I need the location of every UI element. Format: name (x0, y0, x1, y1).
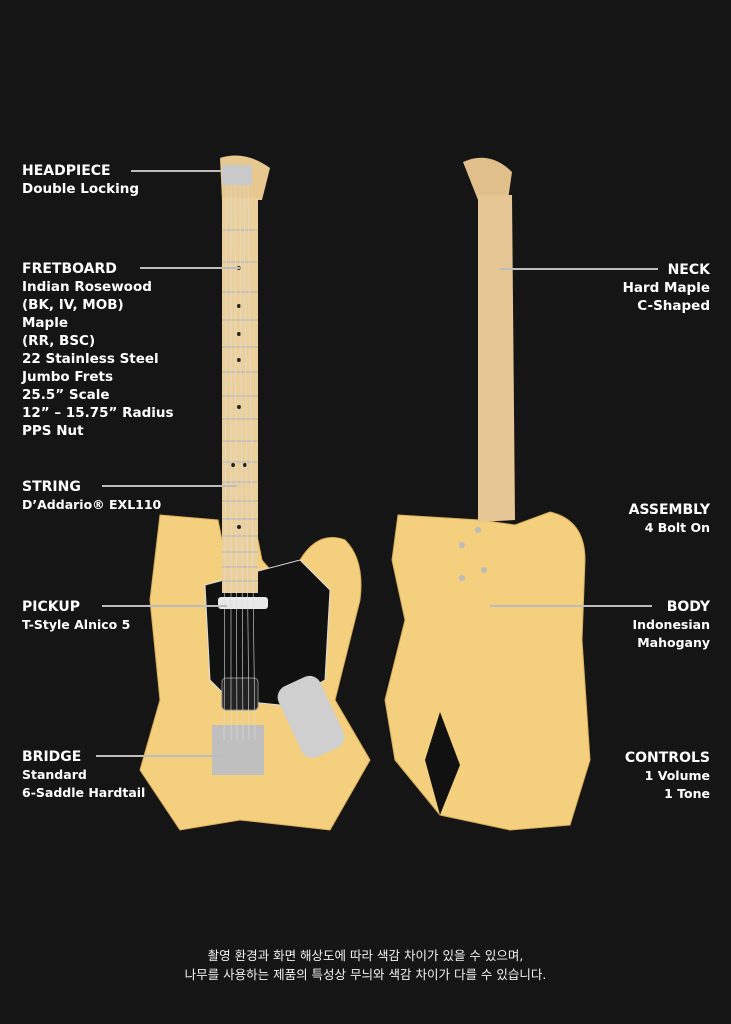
spec-value: 6-Saddle Hardtail (22, 785, 146, 800)
disclaimer-line-1: 촬영 환경과 화면 해상도에 따라 색감 차이가 있을 수 있으며, (207, 948, 524, 963)
spec-value: Jumbo Frets (22, 369, 113, 385)
spec-value: PPS Nut (22, 423, 84, 439)
spec-string: STRING D’Addario® EXL110 (22, 478, 161, 514)
spec-value: 1 Tone (664, 786, 710, 801)
spec-body: BODY Indonesian Mahogany (632, 598, 710, 652)
spec-value: Maple (22, 315, 68, 331)
spec-value: D’Addario® EXL110 (22, 497, 162, 512)
spec-neck: NECK Hard Maple C-Shaped (623, 261, 710, 315)
spec-assembly: ASSEMBLY 4 Bolt On (629, 501, 710, 537)
spec-value: Hard Maple (622, 280, 710, 296)
disclaimer-note: 촬영 환경과 화면 해상도에 따라 색감 차이가 있을 수 있으며, 나무를 사… (0, 946, 731, 984)
spec-value: Standard (22, 767, 87, 782)
body-pointer-line (490, 605, 652, 607)
spec-title: STRING (22, 479, 81, 495)
bridge-pointer-line (96, 755, 221, 757)
guitar-back (384, 157, 591, 831)
spec-value: Indian Rosewood (22, 279, 152, 295)
spec-value: 1 Volume (644, 768, 710, 783)
spec-value: (BK, IV, MOB) (22, 297, 124, 313)
pickup-pointer-line (102, 605, 227, 607)
spec-title: NECK (667, 262, 710, 278)
disclaimer-line-2: 나무를 사용하는 제품의 특성상 무늬와 색감 차이가 다를 수 있습니다. (184, 967, 547, 982)
spec-value: Indonesian (632, 617, 710, 632)
spec-fretboard: FRETBOARD Indian Rosewood (BK, IV, MOB) … (22, 260, 174, 440)
spec-title: HEADPIECE (22, 163, 111, 179)
spec-title: BODY (666, 599, 710, 615)
spec-value: (RR, BSC) (22, 333, 96, 349)
spec-value: 22 Stainless Steel (22, 351, 159, 367)
guitar-front (139, 155, 371, 831)
headpiece-pointer-line (131, 170, 221, 172)
spec-value: T-Style Alnico 5 (22, 617, 131, 632)
string-pointer-line (102, 485, 237, 487)
spec-value: 25.5” Scale (22, 387, 110, 403)
spec-controls: CONTROLS 1 Volume 1 Tone (625, 749, 710, 803)
neck-pointer-line (500, 268, 658, 270)
spec-headpiece: HEADPIECE Double Locking (22, 162, 139, 198)
spec-value: 4 Bolt On (644, 520, 710, 535)
spec-bridge: BRIDGE Standard 6-Saddle Hardtail (22, 748, 145, 802)
fretboard-pointer-line (140, 267, 240, 269)
spec-value: C-Shaped (637, 298, 710, 314)
spec-title: FRETBOARD (22, 261, 117, 277)
spec-title: BRIDGE (22, 749, 82, 765)
spec-value: 12” – 15.75” Radius (22, 405, 174, 421)
spec-title: PICKUP (22, 599, 80, 615)
spec-pickup: PICKUP T-Style Alnico 5 (22, 598, 130, 634)
spec-title: ASSEMBLY (628, 502, 710, 518)
spec-value: Mahogany (637, 635, 710, 650)
spec-value: Double Locking (22, 181, 139, 197)
spec-title: CONTROLS (624, 750, 710, 766)
